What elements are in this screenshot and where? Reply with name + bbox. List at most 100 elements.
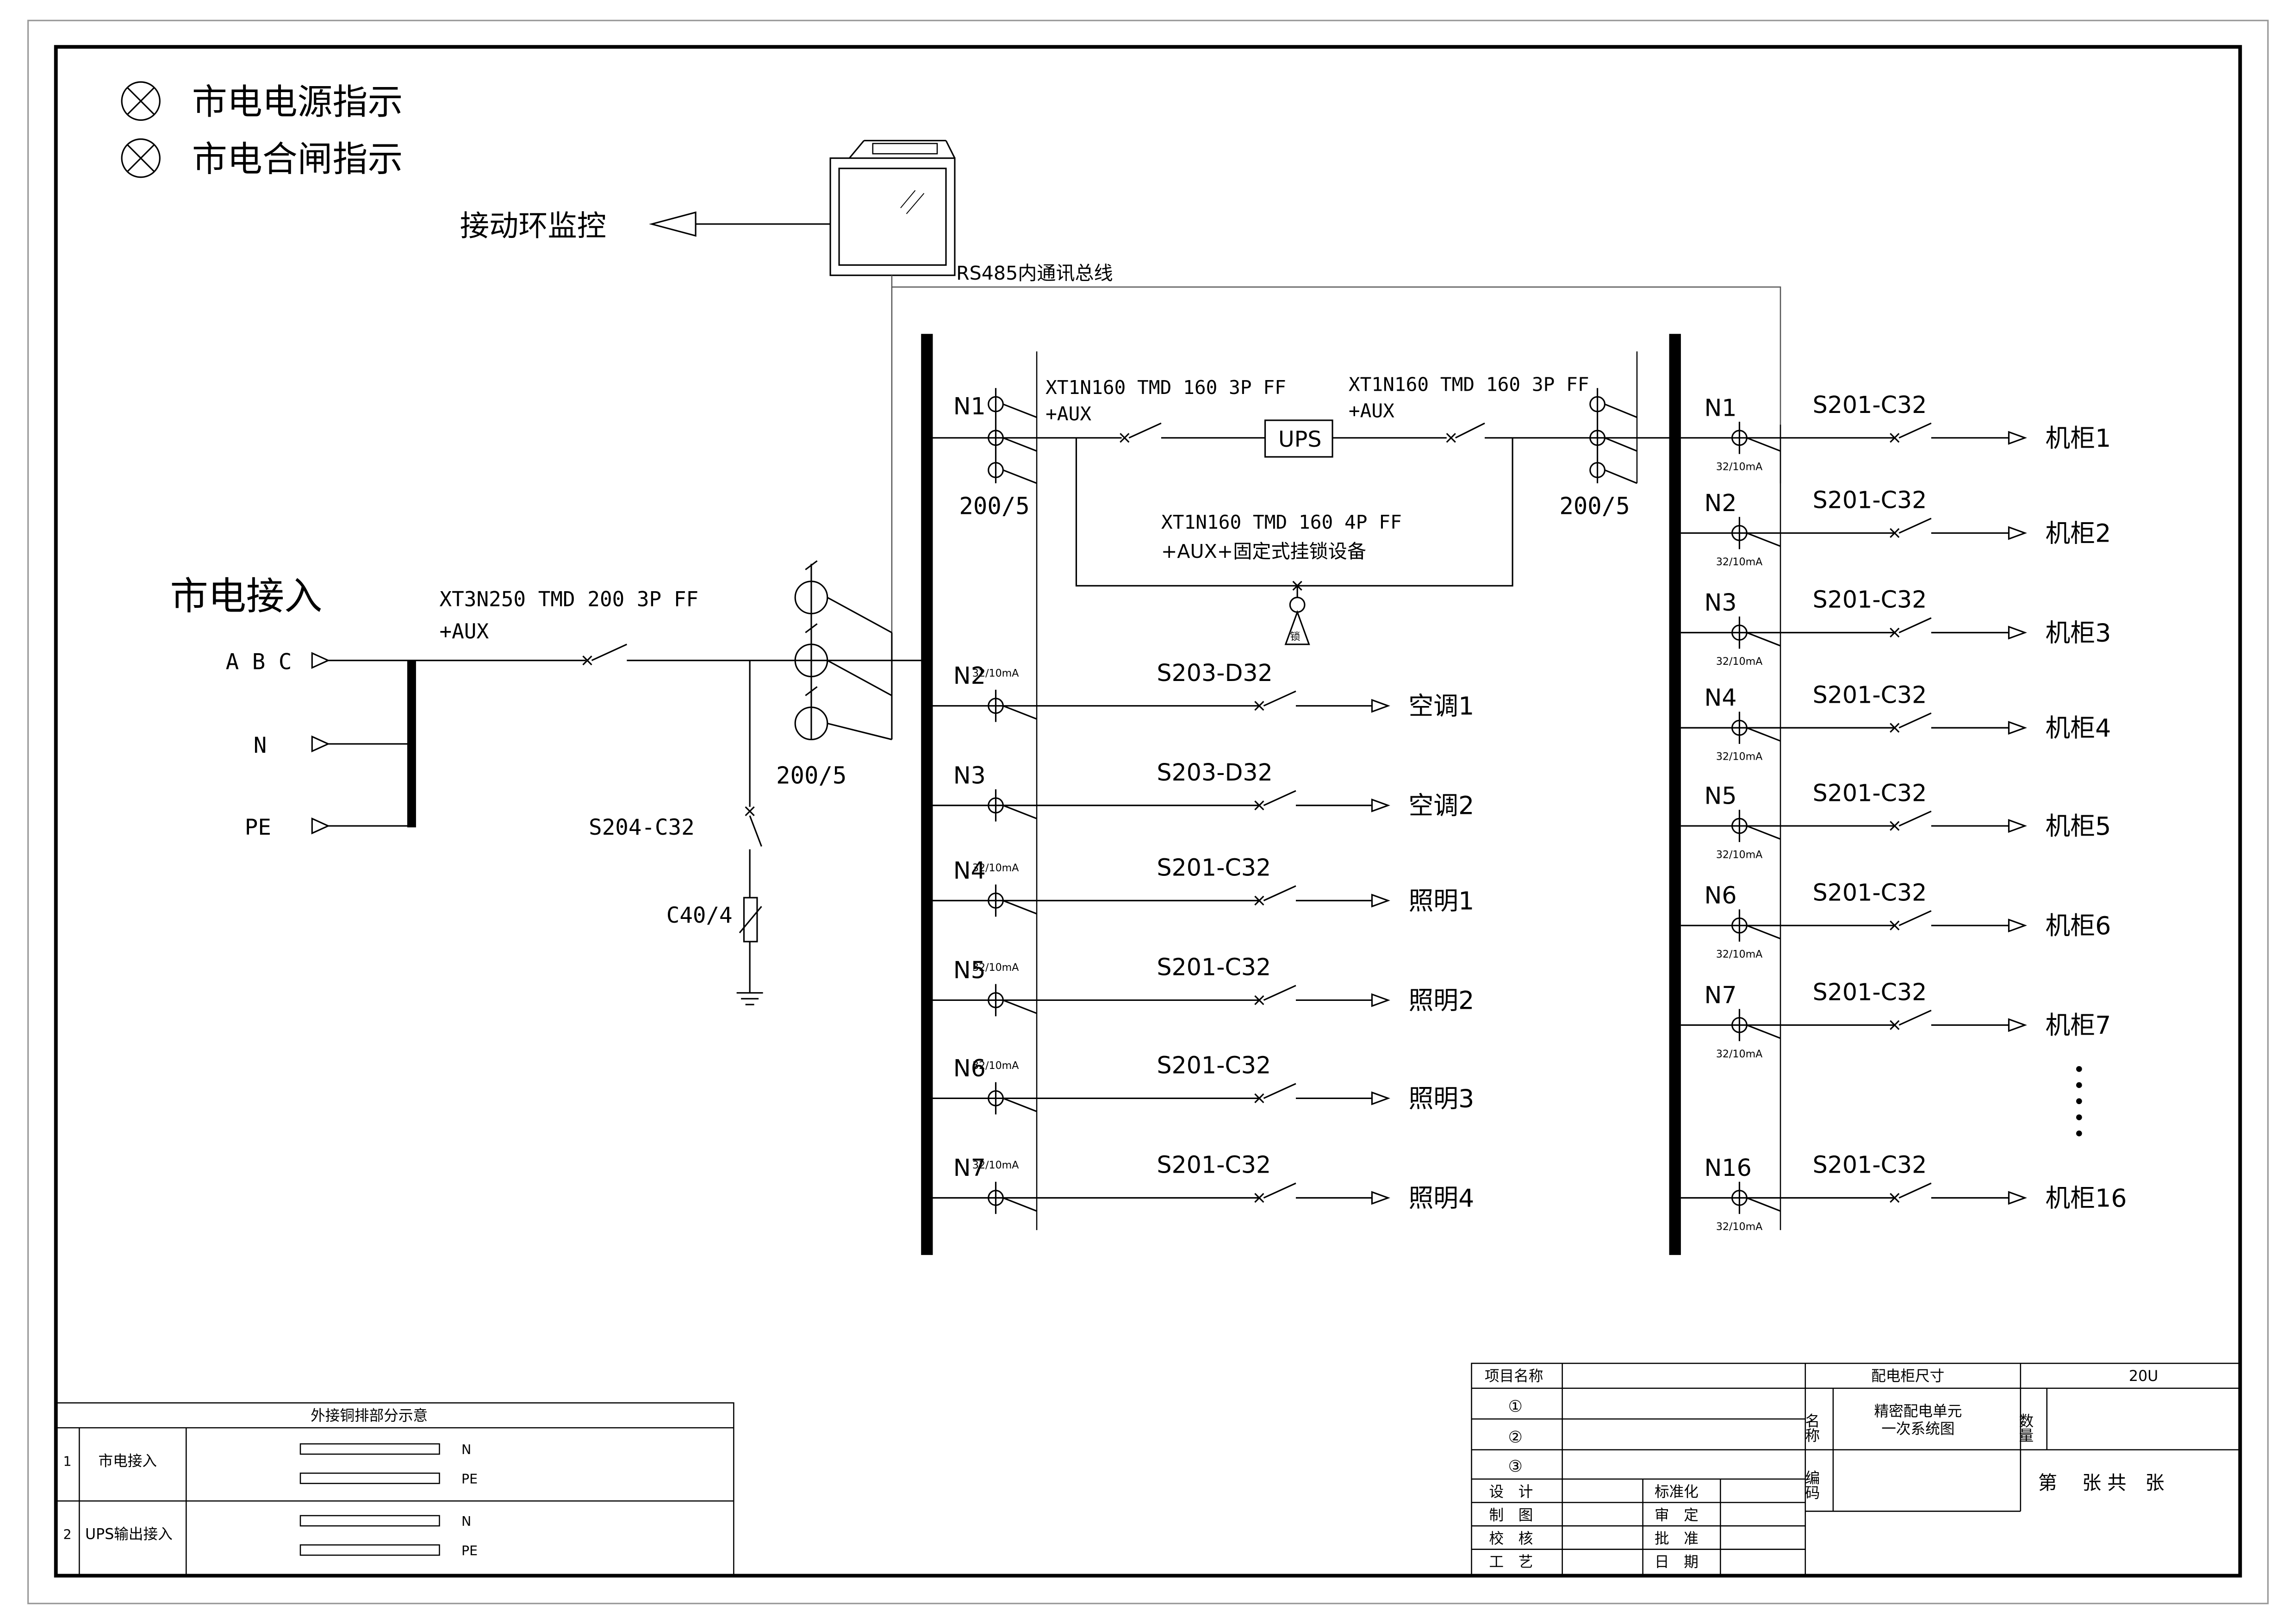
code-label: 编码 [1803,1470,1820,1500]
breaker-blade [1898,810,1932,827]
load-label: 空调2 [1409,791,1475,820]
ellipsis-dots [2076,1066,2082,1137]
main-breaker-model: XT3N250 TMD 200 3P FF [440,588,699,612]
breaker-model: S201-C32 [1813,681,1927,708]
touch-panel-icon [829,140,956,276]
rcd-tap [1002,1097,1037,1112]
rcd-meter-icon [1731,1181,1781,1214]
busbar-row-name: UPS输出接入 [85,1526,173,1543]
breaker-model: S201-C32 [1813,487,1927,514]
busbar-table-title: 外接铜排部分示意 [311,1407,428,1424]
role-label: 审 定 [1655,1507,1699,1524]
breaker-symbol [1890,422,1932,443]
load-arrow-icon [1371,1091,1390,1106]
rs485-bus-line [891,275,1781,483]
bypass-breaker-aux: +AUX+固定式挂锁设备 [1161,540,1366,562]
feeder-label: N4 [1705,684,1737,712]
load-arrow-icon [2008,625,2027,640]
ups-in-breaker-symbol [1120,422,1265,443]
rcd-tap [1746,532,1781,547]
breaker-x [1890,433,1900,443]
busbar-row-index: 1 [63,1454,72,1469]
role-label: 制 图 [1489,1507,1533,1524]
load-arrow-icon [2008,918,2027,933]
load-arrow-icon [2008,526,2027,540]
cabinet-size-label: 配电柜尺寸 [1871,1368,1944,1385]
load-label: 机柜6 [2046,911,2111,940]
feeder-rating: 32/10mA [1716,949,1762,961]
load-label: 空调1 [1409,692,1475,721]
breaker-blade [1898,518,1932,534]
busbar-table: 外接铜排部分示意 1 市电接入 N PE 2 UPS输出接入 N PE [55,1402,734,1576]
feeder-rating: 32/10mA [1716,751,1762,763]
cabinet-size-value: 20U [2129,1368,2158,1385]
terminal-label: A B C [226,650,292,675]
role-label: 设 计 [1489,1484,1533,1500]
monitor-label: 接动环监控 [460,208,606,243]
breaker-symbol [1890,1182,1932,1203]
breaker-x [1890,627,1900,638]
breaker-symbol [1254,1083,1296,1104]
n1-label: N1 [953,393,986,420]
load-arrow-icon [2008,1191,2027,1205]
load-label: 机柜7 [2046,1011,2111,1040]
breaker-model: S203-D32 [1157,659,1272,687]
feeder-label: N7 [1705,981,1737,1009]
incoming-title: 市电接入 [170,575,322,618]
rcd-tap [1746,825,1781,840]
feeder-rating: 32/10mA [1716,849,1762,861]
terminal-label: N [254,733,267,758]
name-label: 名称 [1803,1413,1819,1443]
lock-label: 锁 [1290,631,1300,643]
breaker-x [1254,995,1264,1006]
breaker-blade [1263,1083,1296,1099]
feeder-label: N5 [953,956,986,984]
feeder-label: N2 [953,662,986,689]
title-block: 项目名称 配电柜尺寸 20U ① ② ③ 设 计 制 图 校 核 工 艺 标准化… [1471,1362,2241,1576]
rcd-tap [1002,705,1037,720]
feeder-label: N16 [1705,1154,1752,1181]
qty-label: 数量 [2016,1413,2033,1442]
ups-in-breaker-aux: +AUX [1045,403,1091,425]
rcd-tap [1002,899,1037,915]
indicator-lamp-icon [121,81,161,121]
breaker-blade [1898,617,1932,633]
n1-ct-ratio: 200/5 [959,492,1029,519]
ups-out-ct-ratio: 200/5 [1559,492,1630,519]
feeder-label: N1 [1705,394,1737,421]
breaker-x [1254,800,1264,811]
feeder-rating: 32/10mA [1716,461,1762,473]
rcd-meter-icon [988,1082,1037,1115]
role-label: 标准化 [1655,1484,1699,1500]
terminal-arrow-icon [311,817,330,835]
rcd-tap [1002,999,1037,1014]
ups-label: UPS [1278,427,1321,452]
breaker-x [1890,723,1900,733]
terminal-arrow-icon [311,652,330,669]
drawing-name-line: 一次系统图 [1881,1421,1954,1437]
breaker-x [1890,821,1900,831]
right-panel: N132/10mAS201-C32机柜1N232/10mAS201-C32机柜2… [1669,334,2127,1255]
breaker-model: S201-C32 [1157,854,1271,881]
breaker-x [1254,701,1264,711]
spd-breaker-model: S204-C32 [589,815,694,840]
spd-model: C40/4 [666,903,733,928]
busbar-row-bar: PE [461,1471,478,1487]
feeder-label: N3 [1705,589,1737,616]
incoming-section: 市电接入 A B C N PE XT3N250 TMD 200 3P FF +A… [170,560,923,1006]
load-label: 机柜4 [2046,713,2111,743]
legend-item-label: 市电电源指示 [192,82,403,123]
terminal-label: PE [245,815,271,840]
indicator-lamp-icon [121,138,161,178]
rcd-meter-icon [1731,1009,1781,1042]
breaker-symbol [1254,885,1296,906]
